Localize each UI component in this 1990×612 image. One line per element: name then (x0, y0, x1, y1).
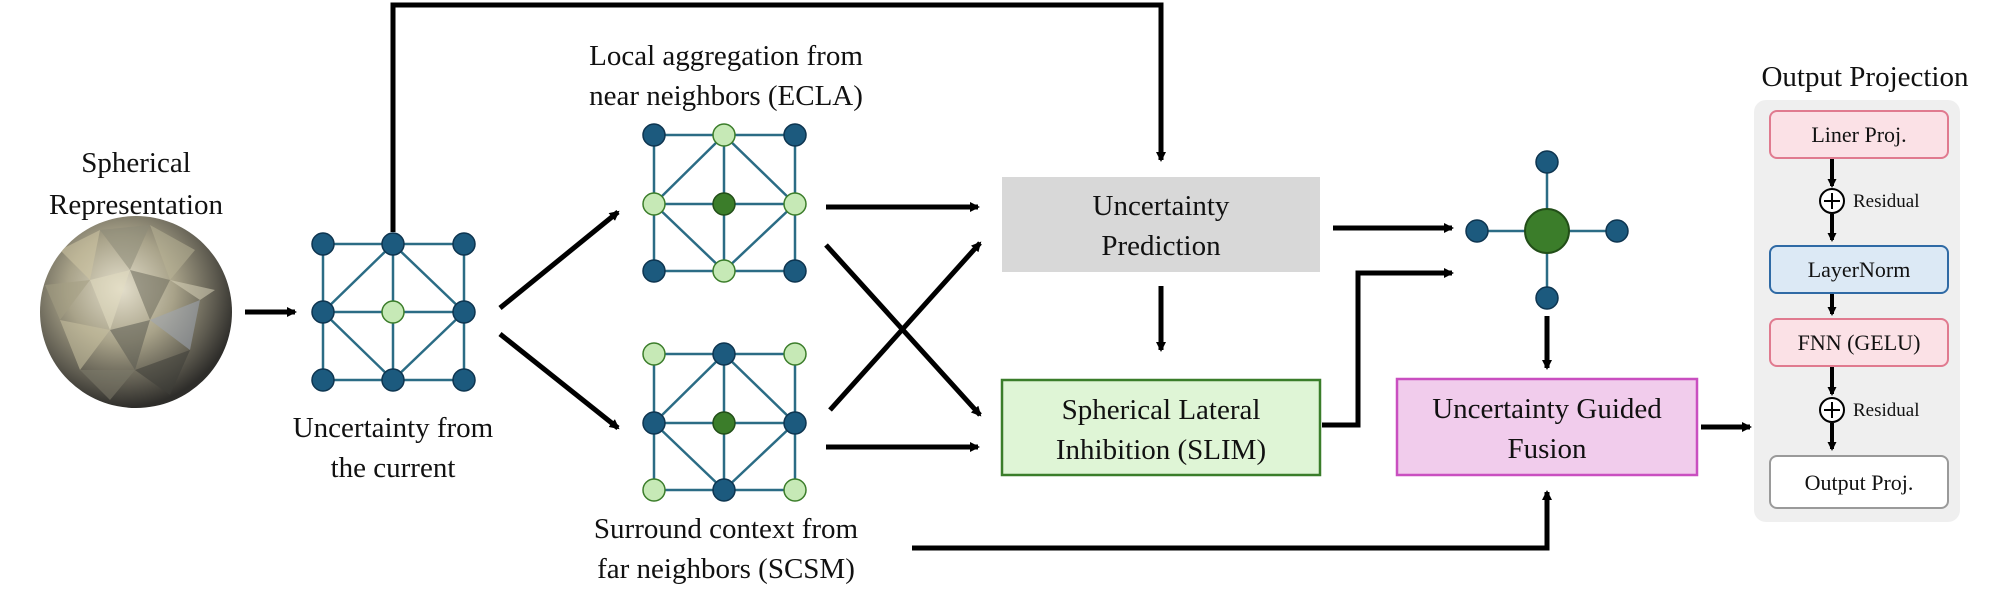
scsm-grid-nodes (642, 342, 807, 502)
uncertainty-current-line2: the current (331, 452, 456, 484)
output-projection-title: Output Projection (1761, 61, 1969, 93)
uncertainty-current-line1: Uncertainty from (293, 412, 494, 444)
star-graph (1465, 150, 1629, 310)
slim-box (1000, 378, 1322, 477)
spherical-title-line1: Spherical (81, 147, 191, 179)
fnn-label: FNN (GELU) (1798, 330, 1921, 355)
arrow-grid-to-prediction (390, 2, 1166, 232)
arrow-scsm-to-fusion (912, 490, 1552, 551)
uncertainty-prediction-box (1002, 177, 1320, 272)
arrow-slim-to-star (1322, 268, 1454, 428)
spherical-title-line2: Representation (49, 189, 223, 221)
arrow-grid-to-scsm (498, 332, 620, 430)
layernorm-label: LayerNorm (1808, 257, 1911, 282)
arrow-grid-to-ecla (498, 210, 620, 310)
residual-label-1: Residual (1853, 191, 1920, 212)
fnn-box (1769, 318, 1949, 367)
output-proj-box (1769, 455, 1949, 509)
layernorm-box (1769, 245, 1949, 294)
liner-proj-box (1769, 110, 1949, 159)
scsm-title-line1: Surround context from (594, 513, 859, 545)
residual-add-icon-1 (1819, 188, 1845, 214)
input-grid-nodes (311, 232, 476, 392)
uncertainty-prediction-line2: Prediction (1101, 230, 1221, 262)
uncertainty-guided-fusion-box (1395, 377, 1699, 477)
residual-add-icon-2 (1819, 397, 1845, 423)
sphere-image (40, 216, 232, 408)
output-projection-panel (1754, 100, 1960, 522)
fusion-line1: Uncertainty Guided (1432, 393, 1662, 425)
uncertainty-prediction-line1: Uncertainty (1093, 190, 1230, 222)
ecla-grid-nodes (642, 123, 807, 283)
arrow-scsm-to-prediction (828, 241, 982, 412)
fusion-line2: Fusion (1508, 433, 1587, 465)
output-proj-label: Output Proj. (1805, 470, 1914, 495)
residual-label-2: Residual (1853, 400, 1920, 421)
ecla-title-line2: near neighbors (ECLA) (589, 80, 863, 112)
slim-line2: Inhibition (SLIM) (1056, 434, 1266, 466)
ecla-title-line1: Local aggregation from (589, 40, 863, 72)
liner-proj-label: Liner Proj. (1811, 122, 1906, 147)
slim-line1: Spherical Lateral (1062, 394, 1261, 426)
scsm-title-line2: far neighbors (SCSM) (597, 553, 855, 585)
